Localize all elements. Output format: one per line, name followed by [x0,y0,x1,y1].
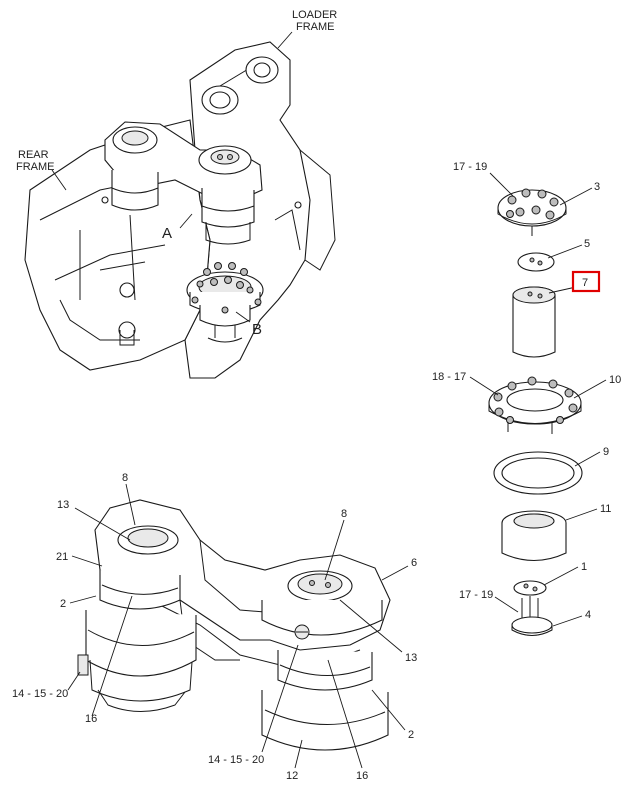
callout-14-15-20-left: 14 - 15 - 20 [12,688,68,700]
callout-1: 1 [581,561,587,573]
pivot-assembly-view [77,499,391,751]
exploded-callouts: 17 - 19 3 5 7 18 - 17 10 9 11 1 17 - 19 … [432,161,621,621]
callout-16-left: 16 [85,713,97,725]
callout-2-right: 2 [408,729,414,741]
callout-14-15-20-bottom: 14 - 15 - 20 [208,754,264,766]
view-label-a: A [162,225,172,242]
loader-frame-label-line2: FRAME [296,21,335,33]
rear-frame-label-line2: FRAME [16,161,55,173]
callout-12: 12 [286,770,298,782]
callout-2-left: 2 [60,598,66,610]
callout-8-left: 8 [122,472,128,484]
callout-17-19-bottom: 17 - 19 [459,589,493,601]
callout-11: 11 [600,503,611,515]
callout-9: 9 [603,446,609,458]
exploded-leaders [469,172,607,627]
loader-frame-label-line1: LOADER [292,9,337,21]
callout-16-right: 16 [356,770,368,782]
callout-5: 5 [584,238,590,250]
rear-frame-label-line1: REAR [18,149,49,161]
callout-6: 6 [411,557,417,569]
assembly-callouts: 8 13 21 2 14 - 15 - 20 16 8 6 13 2 14 - … [12,472,417,782]
callout-17-19-top: 17 - 19 [453,161,487,173]
callout-4: 4 [585,609,591,621]
callout-10: 10 [609,374,621,386]
callout-13-right: 13 [405,652,417,664]
frame-labels: LOADER FRAME REAR FRAME A B [16,9,337,338]
assembly-leaders [67,483,409,769]
callout-13-left: 13 [57,499,69,511]
callout-3: 3 [594,181,600,193]
callout-8-right: 8 [341,508,347,520]
view-label-b: B [252,321,262,338]
callout-7-highlight-box [571,270,601,293]
callout-21: 21 [56,551,68,563]
frame-overview-view [24,31,336,379]
callout-18-17: 18 - 17 [432,371,466,383]
callout-7: 7 [582,277,588,289]
exploded-view [488,188,583,636]
